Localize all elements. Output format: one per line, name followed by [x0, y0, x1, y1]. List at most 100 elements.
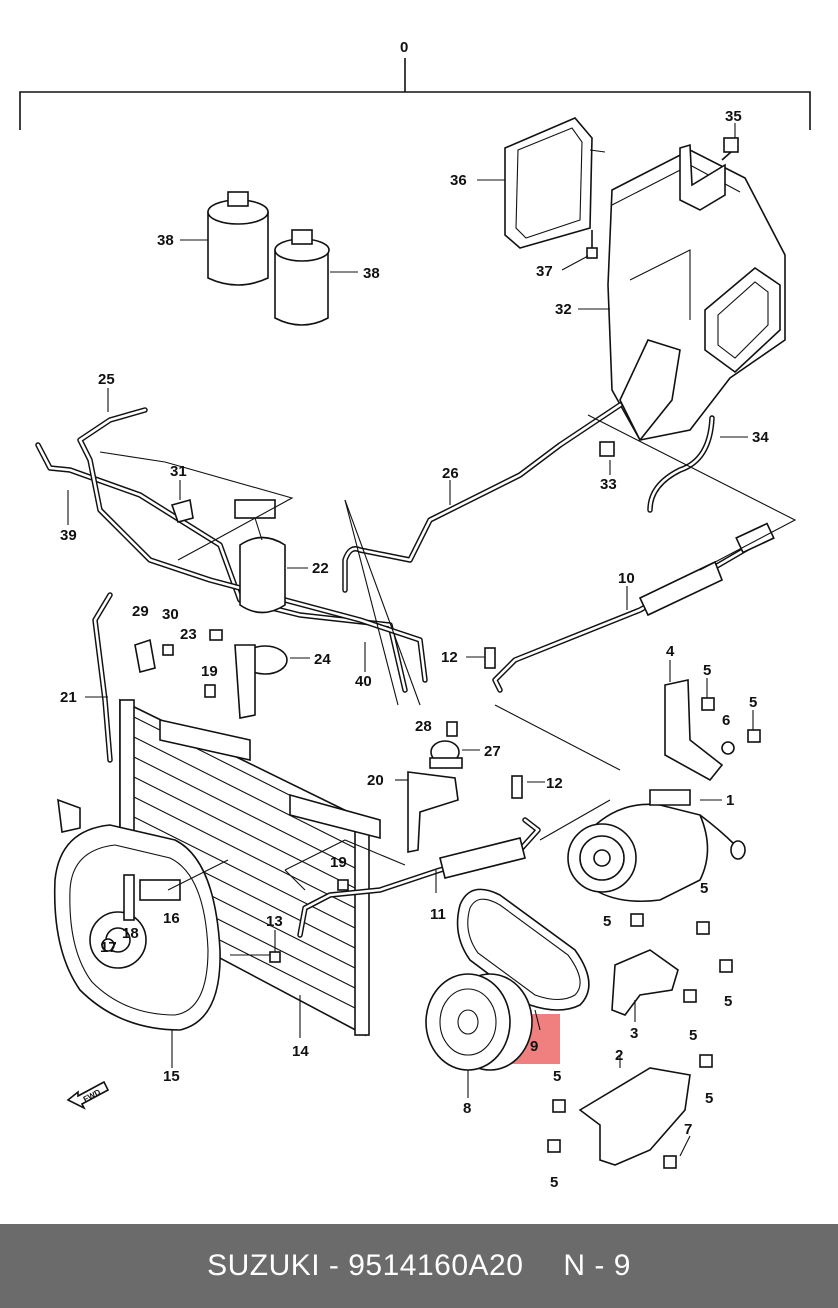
callout-0[interactable]: 0 [400, 39, 408, 56]
pulley-8[interactable] [425, 973, 533, 1071]
callout-8[interactable]: 8 [463, 1100, 471, 1117]
callout-3[interactable]: 3 [630, 1025, 638, 1042]
fan-shroud-15[interactable] [53, 798, 221, 1031]
callout-5e[interactable]: 5 [724, 993, 732, 1010]
callout-5a[interactable]: 5 [703, 662, 711, 679]
bolt-18[interactable] [123, 874, 135, 921]
duct-frame-36[interactable] [504, 117, 606, 249]
callout-27[interactable]: 27 [484, 743, 501, 760]
callout-17[interactable]: 17 [100, 939, 117, 956]
hose-10[interactable] [492, 522, 775, 693]
bolt-30[interactable] [162, 644, 174, 656]
callout-1[interactable]: 1 [726, 792, 734, 809]
bolt-5c[interactable] [630, 913, 644, 927]
callout-22[interactable]: 22 [312, 560, 329, 577]
bracket-4[interactable] [664, 679, 724, 782]
bolt-23[interactable] [209, 629, 223, 641]
callout-18[interactable]: 18 [122, 925, 139, 942]
pipe-21[interactable] [92, 592, 113, 763]
pipe-39[interactable] [35, 442, 408, 693]
pipe-25[interactable] [77, 407, 428, 683]
bracket-3[interactable] [611, 949, 679, 1016]
callout-9[interactable]: 9 [530, 1038, 538, 1055]
belt-9[interactable] [456, 888, 590, 1011]
callout-4[interactable]: 4 [666, 643, 675, 660]
callout-5c[interactable]: 5 [700, 880, 708, 897]
bolt-12b[interactable] [511, 775, 523, 799]
callout-11[interactable]: 11 [430, 906, 446, 923]
callout-21[interactable]: 21 [60, 689, 77, 706]
drain-hose-34[interactable] [647, 415, 715, 513]
callout-37[interactable]: 37 [536, 263, 553, 280]
callout-14[interactable]: 14 [292, 1043, 309, 1060]
callout-5g[interactable]: 5 [553, 1068, 561, 1085]
bolt-5i[interactable] [547, 1139, 561, 1153]
callout-5h[interactable]: 5 [705, 1090, 713, 1107]
callout-25[interactable]: 25 [98, 371, 115, 388]
callout-33[interactable]: 33 [600, 476, 617, 493]
bolt-12a[interactable] [484, 647, 496, 669]
bracket-2[interactable] [578, 1067, 691, 1166]
evaporator-unit-32[interactable] [607, 143, 786, 442]
callout-20[interactable]: 20 [367, 772, 384, 789]
callout-23[interactable]: 23 [180, 626, 197, 643]
bracket-16[interactable] [139, 879, 181, 901]
receiver-can-38b[interactable] [274, 229, 330, 326]
callout-5f[interactable]: 5 [689, 1027, 697, 1044]
callout-19b[interactable]: 19 [330, 854, 347, 871]
clamp-31[interactable] [170, 498, 194, 523]
bolt-7[interactable] [663, 1155, 677, 1169]
clamp-24[interactable] [234, 644, 288, 719]
callout-7[interactable]: 7 [684, 1121, 692, 1138]
callout-24[interactable]: 24 [314, 651, 331, 668]
receiver-drier-22[interactable] [234, 499, 286, 614]
callout-2[interactable]: 2 [615, 1047, 623, 1064]
callout-13[interactable]: 13 [266, 913, 283, 930]
bolt-5h[interactable] [699, 1054, 713, 1068]
callout-38a[interactable]: 38 [157, 232, 174, 249]
callout-32[interactable]: 32 [555, 301, 572, 318]
callout-5b[interactable]: 5 [749, 694, 757, 711]
callout-5d[interactable]: 5 [603, 913, 611, 930]
hose-11[interactable] [297, 817, 541, 938]
callout-31[interactable]: 31 [170, 463, 187, 480]
bolt-5d[interactable] [696, 921, 710, 935]
callout-12b[interactable]: 12 [546, 775, 563, 792]
bracket-29[interactable] [134, 638, 156, 673]
pipe-26[interactable] [342, 402, 623, 593]
bolt-19b[interactable] [337, 879, 349, 891]
bolt-19a[interactable] [204, 684, 216, 698]
compressor-1[interactable] [567, 789, 746, 903]
callout-5i[interactable]: 5 [550, 1174, 558, 1191]
callout-36[interactable]: 36 [450, 172, 467, 189]
callout-26[interactable]: 26 [442, 465, 459, 482]
callout-35[interactable]: 35 [725, 108, 742, 125]
bolt-5b[interactable] [747, 729, 761, 743]
callout-15[interactable]: 15 [163, 1068, 180, 1085]
bolt-5f[interactable] [683, 989, 697, 1003]
bolt-5e[interactable] [719, 959, 733, 973]
callout-28[interactable]: 28 [415, 718, 432, 735]
callout-19a[interactable]: 19 [201, 663, 218, 680]
bracket-20[interactable] [407, 771, 459, 853]
callout-38b[interactable]: 38 [363, 265, 380, 282]
bolt-13[interactable] [269, 951, 281, 963]
callout-34[interactable]: 34 [752, 429, 769, 446]
bolt-5g[interactable] [552, 1099, 566, 1113]
callout-39[interactable]: 39 [60, 527, 77, 544]
screw-37[interactable] [586, 230, 598, 259]
nut-33[interactable] [599, 441, 615, 457]
bolt-5a[interactable] [701, 697, 715, 711]
callout-12a[interactable]: 12 [441, 649, 458, 666]
bolt-35[interactable] [721, 137, 739, 161]
callout-6[interactable]: 6 [722, 712, 730, 729]
receiver-can-38a[interactable] [207, 191, 269, 286]
washer-6[interactable] [721, 741, 735, 755]
callout-29[interactable]: 29 [132, 603, 149, 620]
callout-10[interactable]: 10 [618, 570, 635, 587]
clamp-27[interactable] [429, 740, 463, 769]
nut-17[interactable] [101, 938, 115, 952]
callout-30[interactable]: 30 [162, 606, 179, 623]
callout-16[interactable]: 16 [163, 910, 180, 927]
callout-40[interactable]: 40 [355, 673, 372, 690]
